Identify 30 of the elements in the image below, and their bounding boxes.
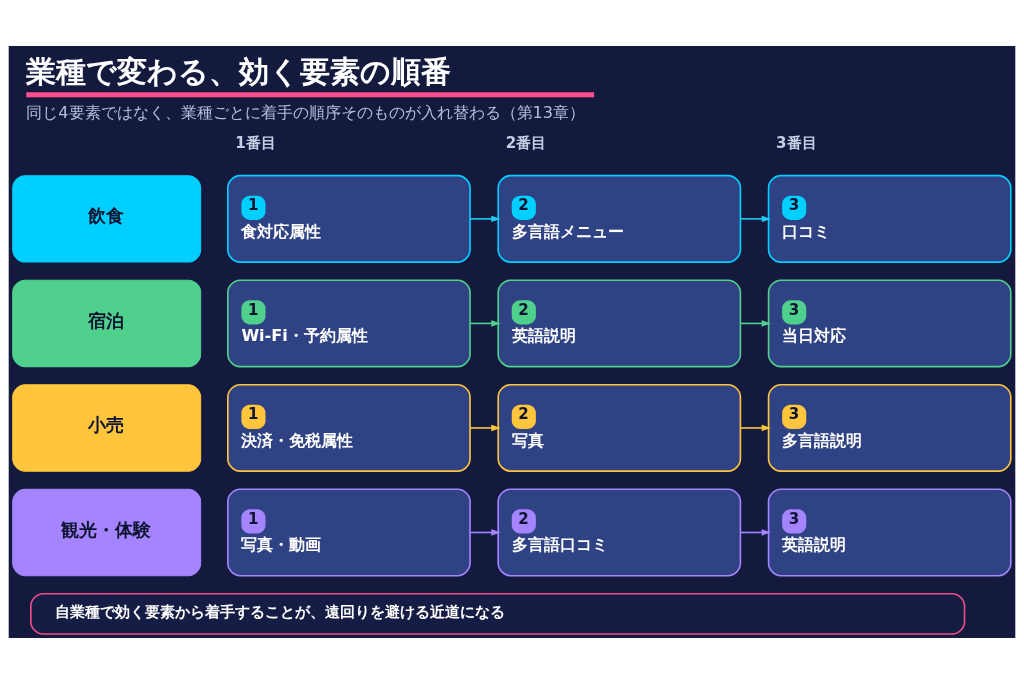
arrow	[739, 528, 771, 536]
node-box: 2 多言語口コミ	[497, 487, 742, 576]
node-box: 自業種で効く要素から着手することが、遠回りを避ける近道になる	[30, 592, 966, 635]
arrow	[739, 215, 771, 222]
arrow	[469, 424, 501, 431]
arrow	[739, 319, 771, 327]
caption: 同じ4要素ではなく、業種ごとに着手の順序そのものが入れ替わる（第13章）	[26, 102, 585, 122]
node-box: 1 食対応属性	[227, 174, 471, 263]
node-box: 小売	[12, 383, 202, 472]
label: 2番目	[505, 133, 547, 152]
node-box: 2 写真	[497, 383, 742, 472]
label: 3番目	[776, 133, 817, 152]
node-box: 1 決済・免税属性	[227, 383, 471, 472]
node-box: 2 英語説明	[497, 278, 742, 367]
node-box: 観光・体験	[12, 488, 202, 576]
node-box: 1 Wi-Fi・予約属性	[227, 278, 471, 367]
arrow	[469, 215, 501, 222]
arrow	[469, 528, 501, 536]
node-box: 3 英語説明	[767, 487, 1012, 576]
label: 1番目	[235, 133, 276, 152]
node-box: 飲食	[12, 174, 202, 263]
arrow	[469, 319, 501, 327]
node-box: 宿泊	[12, 279, 202, 367]
node-box: 3 多言語説明	[767, 383, 1012, 472]
node-box: 1 写真・動画	[227, 487, 471, 576]
node-box: 3 口コミ	[767, 174, 1012, 263]
arrow	[739, 424, 771, 431]
node-box: 2 多言語メニュー	[497, 174, 742, 263]
diagram-title: 業種で変わる、効く要素の順番	[26, 53, 452, 89]
node-box: 3 当日対応	[767, 278, 1012, 367]
